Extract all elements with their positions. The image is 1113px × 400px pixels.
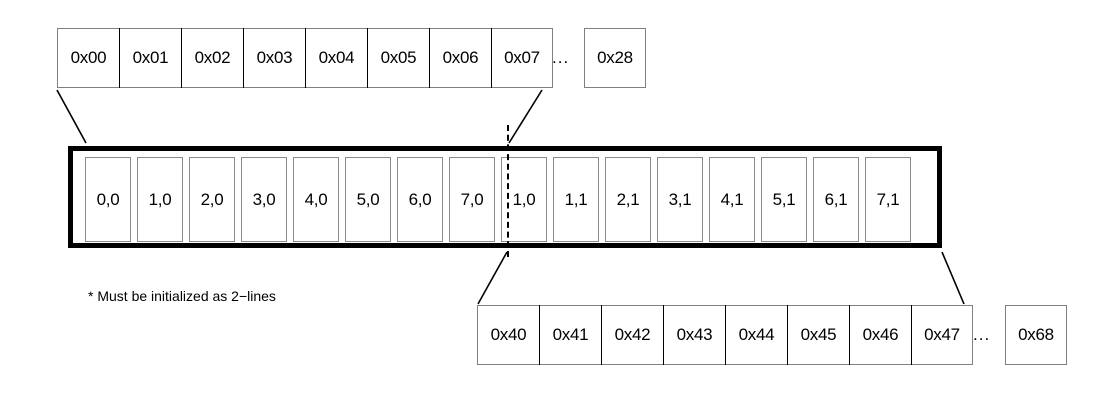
bottom-address-cell: 0x41 [539, 305, 601, 365]
cache-slot: 6,0 [397, 157, 443, 242]
top-address-separator [491, 28, 492, 88]
leader-line-bottom-left [477, 251, 508, 305]
cache-slot: 0,0 [85, 157, 131, 242]
bottom-address-cell: 0x44 [725, 305, 787, 365]
bottom-address-separator [849, 305, 850, 365]
cache-slot: 1,1 [553, 157, 599, 242]
bottom-address-cell: 0x40 [477, 305, 539, 365]
top-address-cell: 0x07 [491, 28, 553, 88]
top-address-separator [243, 28, 244, 88]
cache-slot: 4,0 [293, 157, 339, 242]
bottom-address-separator [787, 305, 788, 365]
bottom-address-cell: 0x47 [911, 305, 973, 365]
bottom-address-separator [663, 305, 664, 365]
top-address-cell: 0x02 [181, 28, 243, 88]
top-address-separator [429, 28, 430, 88]
top-address-row: 0x00 0x01 0x02 0x03 0x04 0x05 0x06 0x07 [57, 28, 553, 88]
bottom-address-ellipsis: ... [973, 325, 991, 344]
bottom-address-separator [601, 305, 602, 365]
cache-bar: 0,0 1,0 2,0 3,0 4,0 5,0 6,0 7,0 1,0 1,1 … [68, 146, 942, 248]
bottom-address-trailing-cell: 0x68 [1005, 305, 1067, 365]
bottom-address-separator [725, 305, 726, 365]
bottom-address-separator [911, 305, 912, 365]
top-address-trailing-cell: 0x28 [584, 28, 646, 88]
bottom-address-separator [539, 305, 540, 365]
leader-line-bottom-right [941, 251, 965, 305]
cache-slot: 7,0 [449, 157, 495, 242]
leader-line-top-left [56, 89, 87, 144]
top-address-separator [305, 28, 306, 88]
bottom-address-cell: 0x42 [601, 305, 663, 365]
top-address-ellipsis: ... [552, 48, 570, 67]
top-address-cell: 0x03 [243, 28, 305, 88]
leader-line-top-right [508, 89, 543, 144]
cache-slot: 4,1 [709, 157, 755, 242]
bottom-address-cell: 0x46 [849, 305, 911, 365]
top-address-separator [367, 28, 368, 88]
bottom-address-cell: 0x45 [787, 305, 849, 365]
cache-slot: 1,0 [137, 157, 183, 242]
cache-line-divider-dashed [507, 125, 509, 257]
cache-slot-list: 0,0 1,0 2,0 3,0 4,0 5,0 6,0 7,0 1,0 1,1 … [85, 157, 911, 242]
top-address-separator [119, 28, 120, 88]
cache-slot: 6,1 [813, 157, 859, 242]
cache-slot: 5,0 [345, 157, 391, 242]
bottom-address-row: 0x40 0x41 0x42 0x43 0x44 0x45 0x46 0x47 [477, 305, 973, 365]
bottom-address-cell: 0x43 [663, 305, 725, 365]
top-address-cell: 0x04 [305, 28, 367, 88]
top-address-cell: 0x05 [367, 28, 429, 88]
cache-slot: 2,0 [189, 157, 235, 242]
cache-slot: 3,1 [657, 157, 703, 242]
cache-slot: 7,1 [865, 157, 911, 242]
cache-slot: 2,1 [605, 157, 651, 242]
top-address-cell: 0x00 [57, 28, 119, 88]
cache-slot: 5,1 [761, 157, 807, 242]
footnote-text: * Must be initialized as 2−lines [88, 288, 276, 304]
top-address-cell: 0x01 [119, 28, 181, 88]
cache-slot: 3,0 [241, 157, 287, 242]
top-address-separator [181, 28, 182, 88]
